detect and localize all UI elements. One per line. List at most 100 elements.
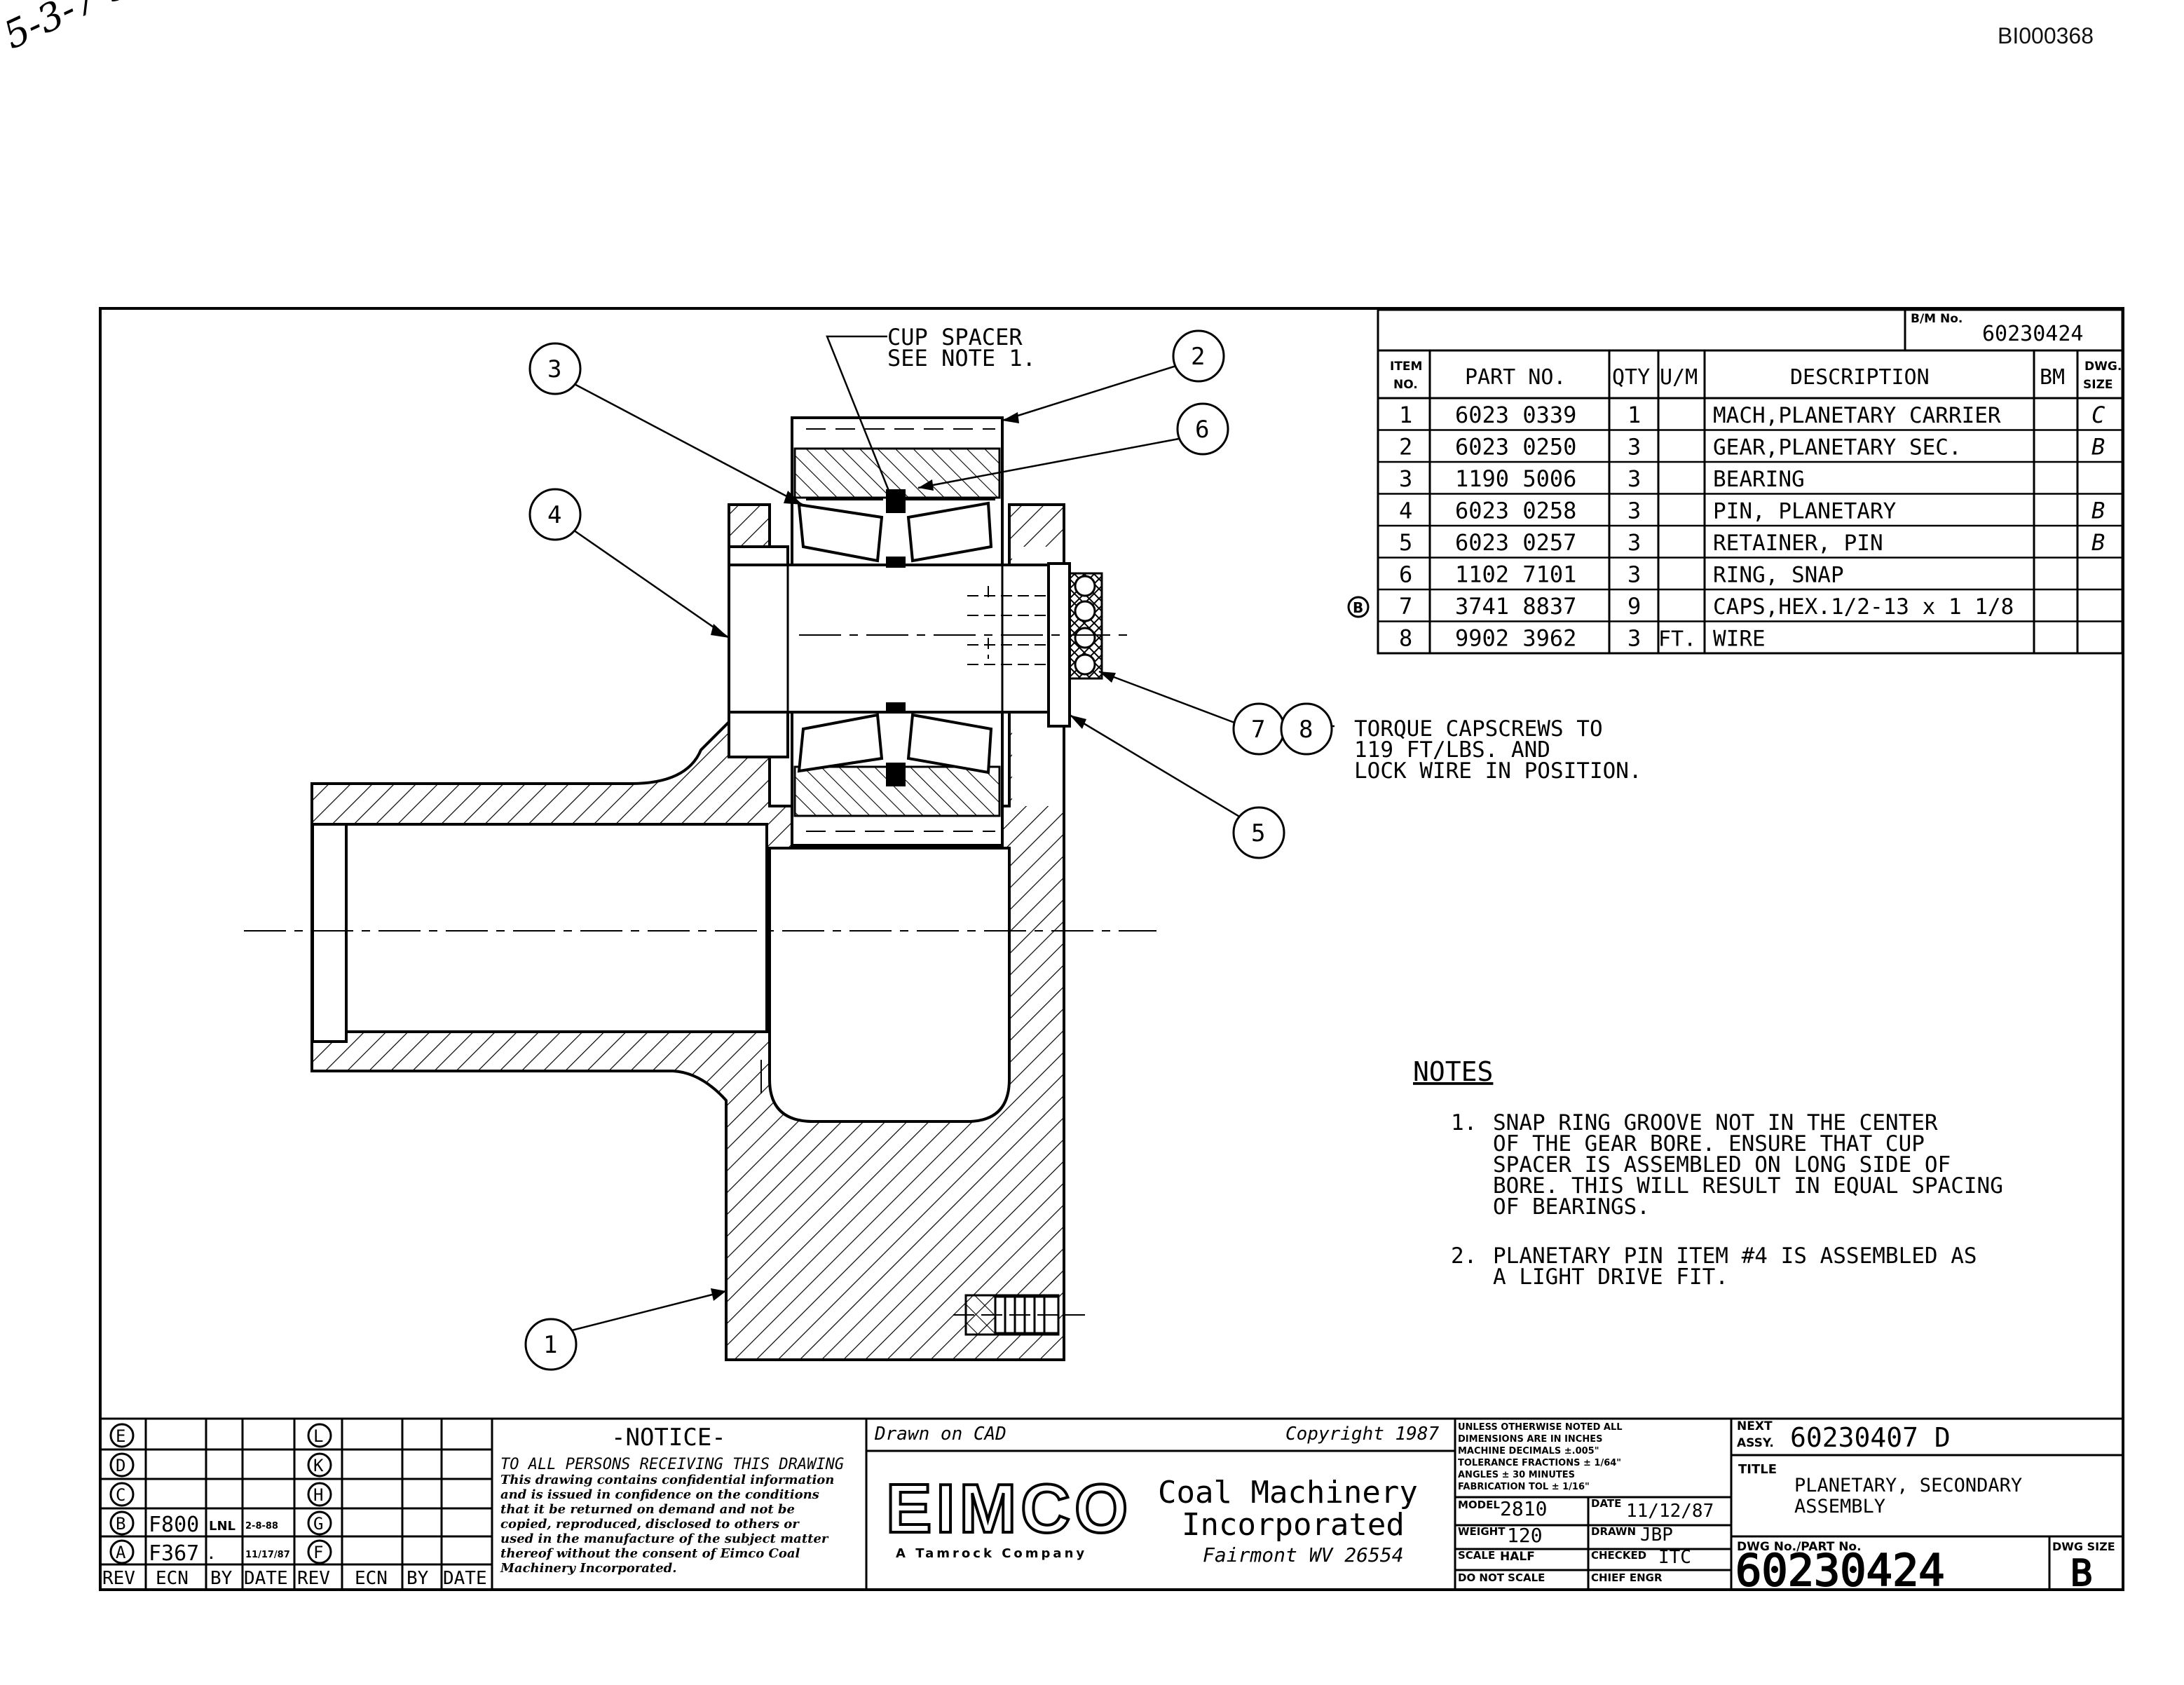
rev-letter: L [313, 1426, 323, 1446]
notice-line: Machinery Incorporated. [500, 1561, 677, 1576]
balloon-5: 5 [1232, 806, 1285, 859]
tolerance-line: TOLERANCE FRACTIONS ± 1/64" [1458, 1458, 1621, 1468]
bill-of-materials: B/M No. 60230424 ITEM NO. PART NO. QTY U… [1347, 308, 2124, 655]
note-line: SNAP RING GROOVE NOT IN THE CENTER [1493, 1110, 1938, 1135]
svg-text:Drawn on CAD: Drawn on CAD [874, 1424, 1006, 1445]
balloon-2: 2 [1172, 329, 1225, 383]
bom-dwg-size: B [2091, 498, 2105, 524]
balloon-8: 8 [1280, 702, 1333, 756]
svg-text:6: 6 [1195, 416, 1209, 444]
cup-spacer-note: CUP SPACER SEE NOTE 1. [887, 324, 1036, 371]
bom-part-no: 1190 5006 [1455, 465, 1576, 492]
notice-line: used in the manufacture of the subject m… [500, 1531, 829, 1546]
bom-item-no: 3 [1399, 465, 1412, 492]
bom-row: 3 1190 5006 3 BEARING [1378, 465, 2122, 495]
svg-text:NEXT: NEXT [1737, 1419, 1773, 1433]
svg-text:A Tamrock Company: A Tamrock Company [896, 1546, 1087, 1561]
note-line: SPACER IS ASSEMBLED ON LONG SIDE OF [1493, 1152, 1951, 1178]
tolerance-line: FABRICATION TOL ± 1/16" [1458, 1482, 1590, 1492]
rev-letter: C [116, 1485, 125, 1505]
bom-description: MACH,PLANETARY CARRIER [1713, 403, 2001, 428]
svg-text:ITEM: ITEM [1390, 360, 1422, 374]
bom-item-no: 6 [1399, 561, 1412, 588]
notice-line: TO ALL PERSONS RECEIVING THIS DRAWING [500, 1456, 844, 1473]
svg-text:NO.: NO. [1393, 378, 1418, 392]
tolerance-line: UNLESS OTHERWISE NOTED ALL [1458, 1422, 1623, 1433]
svg-text:BY: BY [407, 1568, 429, 1589]
svg-text:DO NOT SCALE: DO NOT SCALE [1458, 1571, 1545, 1584]
bom-description: RING, SNAP [1713, 563, 1844, 588]
bom-description: CAPS,HEX.1/2-13 x 1 1/8 [1713, 594, 2014, 620]
svg-text:SCALE: SCALE [1458, 1549, 1495, 1562]
notice-line: thereof without the consent of Eimco Coa… [500, 1546, 800, 1561]
svg-text:CHIEF ENGR: CHIEF ENGR [1591, 1571, 1663, 1584]
company-block: Drawn on CAD Copyright 1987 EIMCO A Tamr… [874, 1424, 1439, 1567]
svg-text:DWG.: DWG. [2084, 360, 2122, 374]
svg-text:ECN: ECN [355, 1568, 388, 1589]
svg-text:119 FT/LBS. AND: 119 FT/LBS. AND [1354, 737, 1550, 763]
doc-id: BI000368 [1998, 23, 2094, 48]
notice: -NOTICE- TO ALL PERSONS RECEIVING THIS D… [500, 1424, 844, 1576]
bom-dwg-size: B [2091, 434, 2105, 461]
svg-text:120: 120 [1507, 1524, 1543, 1547]
item-balloons: 3 2 6 4 7 8 5 1 [524, 329, 1333, 1371]
svg-text:DWG SIZE: DWG SIZE [2052, 1540, 2115, 1553]
general-notes: NOTES 1.SNAP RING GROOVE NOT IN THE CENT… [1413, 1056, 2003, 1290]
bom-description: RETAINER, PIN [1713, 531, 1883, 556]
svg-text:ASSY.: ASSY. [1737, 1436, 1774, 1450]
notice-line: and is issued in confidence on the condi… [500, 1487, 819, 1502]
bm-label: B/M No. [1911, 312, 1963, 326]
rev-letter: F [313, 1543, 323, 1562]
svg-text:DATE: DATE [443, 1568, 487, 1589]
svg-text:DATE: DATE [1591, 1497, 1621, 1510]
bom-qty: 3 [1627, 561, 1641, 588]
eimco-logo: EIMCO [886, 1470, 1132, 1547]
rev-letter: A [116, 1543, 126, 1562]
bom-qty: 3 [1627, 434, 1641, 461]
bom-item-no: 2 [1399, 434, 1412, 461]
svg-text:SIZE: SIZE [2083, 378, 2113, 392]
svg-text:Incorporated: Incorporated [1182, 1507, 1405, 1543]
svg-text:CHECKED: CHECKED [1591, 1549, 1646, 1562]
svg-text:ITC: ITC [1658, 1547, 1691, 1568]
bom-qty: 3 [1627, 529, 1641, 556]
svg-text:SEE NOTE 1.: SEE NOTE 1. [887, 345, 1036, 371]
balloon-6: 6 [1176, 402, 1229, 456]
svg-text:8: 8 [1299, 716, 1313, 744]
rev-letter-circle-icon [109, 1510, 135, 1536]
svg-text:Coal Machinery: Coal Machinery [1158, 1475, 1418, 1510]
svg-text:REV: REV [297, 1568, 330, 1589]
rev-headers: REV ECN BY DATE REV ECN BY DATE [102, 1568, 487, 1589]
note-line: PLANETARY PIN ITEM #4 IS ASSEMBLED AS [1493, 1243, 1977, 1269]
bom-part-no: 1102 7101 [1455, 561, 1576, 588]
rev-letter-circle-icon [109, 1423, 135, 1448]
bom-description: BEARING [1713, 467, 1805, 492]
rev-date: 2-8-88 [245, 1521, 278, 1531]
bm-number: 60230424 [1982, 322, 2084, 346]
rev-by: LNL [209, 1519, 236, 1534]
svg-text:JBP: JBP [1640, 1524, 1673, 1546]
assembly-section-view [244, 416, 1156, 1361]
bom-row: 6 1102 7101 3 RING, SNAP [1378, 561, 2122, 591]
rev-letter-circle-icon [307, 1423, 332, 1448]
svg-text:WEIGHT: WEIGHT [1458, 1525, 1506, 1538]
note-line: BORE. THIS WILL RESULT IN EQUAL SPACING [1493, 1173, 2003, 1199]
leader-lines [566, 335, 1335, 1333]
rev-by: . [209, 1548, 214, 1562]
svg-text:REV: REV [102, 1568, 135, 1589]
rev-letter-circle-icon [307, 1510, 332, 1536]
svg-text:5-3-7-3: 5-3-7-3 [0, 0, 137, 57]
svg-text:LOCK WIRE IN POSITION.: LOCK WIRE IN POSITION. [1354, 758, 1642, 784]
col-qty: QTY [1612, 365, 1650, 390]
notes-heading: NOTES [1413, 1056, 1493, 1087]
bom-qty: 3 [1627, 465, 1641, 492]
rev-letter-circle-icon [307, 1539, 332, 1564]
svg-text:ASSEMBLY: ASSEMBLY [1794, 1496, 1885, 1517]
svg-text:2810: 2810 [1500, 1497, 1547, 1520]
